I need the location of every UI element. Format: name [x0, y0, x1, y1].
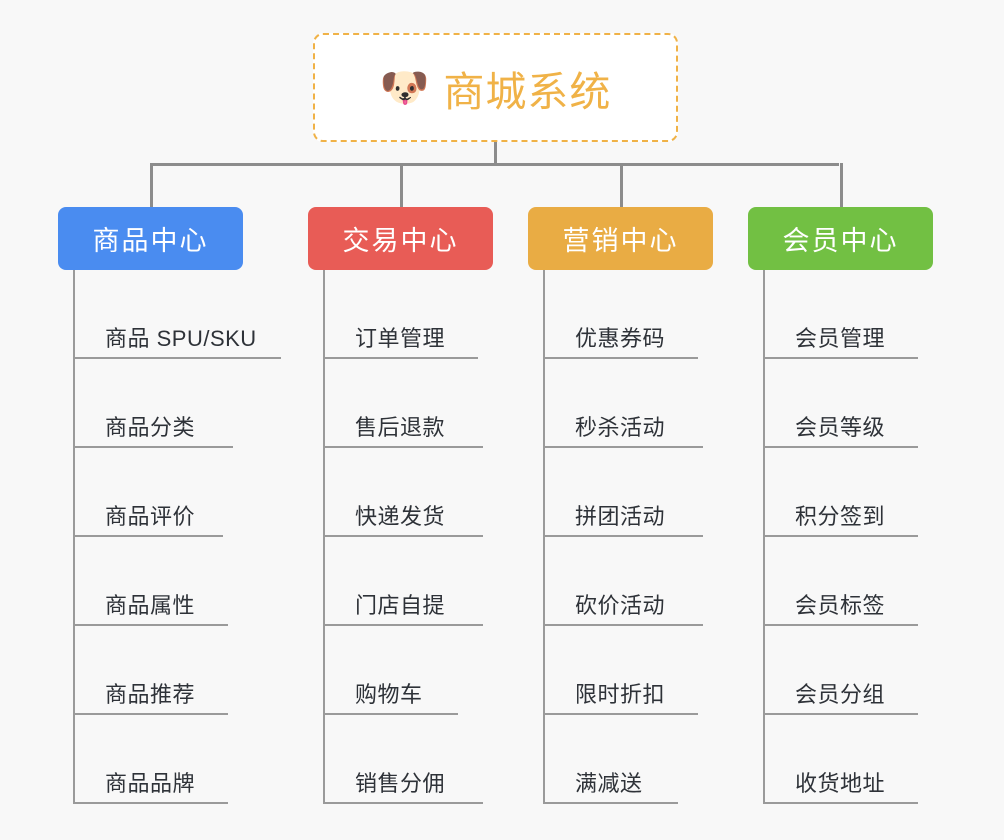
leaf-item-label: 订单管理: [355, 326, 446, 351]
leaf-spine: [73, 270, 75, 804]
category-box-4[interactable]: 会员中心: [748, 207, 933, 270]
connector-horizontal-bus: [150, 163, 839, 166]
leaf-item-underline: [543, 624, 703, 626]
connector-drop-4: [839, 163, 843, 208]
category-label: 营销中心: [562, 226, 679, 256]
category-label: 商品中心: [92, 226, 209, 256]
leaf-item-underline: [323, 357, 478, 359]
leaf-item-underline: [323, 624, 483, 626]
leaf-item-underline: [543, 713, 698, 715]
leaf-item-underline: [543, 535, 703, 537]
leaf-item[interactable]: 会员分组: [763, 626, 948, 715]
leaf-item-label: 商品分类: [105, 415, 196, 440]
connector-drop-2: [399, 163, 403, 208]
leaf-item[interactable]: 商品评价: [73, 448, 283, 537]
leaf-item-underline: [73, 446, 233, 448]
leaf-item-underline: [323, 713, 458, 715]
category-box-2[interactable]: 交易中心: [308, 207, 493, 270]
leaf-item-underline: [73, 713, 228, 715]
leaf-item-label: 优惠券码: [575, 326, 666, 351]
leaf-item[interactable]: 拼团活动: [543, 448, 728, 537]
leaf-item-label: 商品 SPU/SKU: [105, 326, 257, 351]
leaf-item-label: 商品品牌: [105, 771, 196, 796]
leaf-item[interactable]: 快递发货: [323, 448, 508, 537]
leaf-item-underline: [323, 446, 483, 448]
category-box-1[interactable]: 商品中心: [58, 207, 243, 270]
category-label: 交易中心: [342, 226, 459, 256]
category-label: 会员中心: [782, 226, 899, 256]
root-title: 商城系统: [443, 68, 612, 115]
leaf-item-underline: [323, 802, 483, 804]
root-node[interactable]: 🐶 商城系统: [313, 33, 678, 142]
leaf-item-label: 会员分组: [795, 682, 886, 707]
leaf-item-underline: [763, 357, 918, 359]
leaf-spine: [543, 270, 545, 804]
connector-drop-1: [149, 163, 153, 208]
leaf-item[interactable]: 商品分类: [73, 359, 283, 448]
leaf-item-underline: [763, 535, 918, 537]
leaf-item[interactable]: 商品品牌: [73, 715, 283, 804]
leaf-spine: [763, 270, 765, 804]
leaf-item-underline: [73, 535, 223, 537]
leaf-item-underline: [73, 357, 281, 359]
leaf-item-label: 秒杀活动: [575, 415, 666, 440]
leaf-item-label: 会员标签: [795, 593, 886, 618]
leaf-item[interactable]: 砍价活动: [543, 537, 728, 626]
leaf-item-underline: [763, 802, 918, 804]
leaf-item-label: 商品属性: [105, 593, 196, 618]
leaf-item-label: 限时折扣: [575, 682, 666, 707]
leaf-item-label: 销售分佣: [355, 771, 446, 796]
leaf-item-underline: [73, 802, 228, 804]
leaf-item[interactable]: 商品 SPU/SKU: [73, 270, 283, 359]
leaf-item[interactable]: 会员等级: [763, 359, 948, 448]
leaf-item[interactable]: 会员管理: [763, 270, 948, 359]
leaf-item-label: 拼团活动: [575, 504, 666, 529]
category-box-3[interactable]: 营销中心: [528, 207, 713, 270]
leaf-item-label: 商品推荐: [105, 682, 196, 707]
leaf-column-1: 商品 SPU/SKU 商品分类商品评价商品属性商品推荐商品品牌: [73, 270, 283, 804]
leaf-item-underline: [763, 446, 918, 448]
leaf-item[interactable]: 收货地址: [763, 715, 948, 804]
leaf-column-3: 优惠券码秒杀活动拼团活动砍价活动限时折扣满减送: [543, 270, 728, 804]
leaf-item[interactable]: 售后退款: [323, 359, 508, 448]
leaf-item-underline: [543, 357, 698, 359]
leaf-item-label: 售后退款: [355, 415, 446, 440]
leaf-item[interactable]: 秒杀活动: [543, 359, 728, 448]
leaf-item-underline: [73, 624, 228, 626]
leaf-item[interactable]: 优惠券码: [543, 270, 728, 359]
leaf-item-label: 满减送: [575, 771, 643, 796]
leaf-item-underline: [763, 713, 918, 715]
leaf-column-2: 订单管理售后退款快递发货门店自提购物车销售分佣: [323, 270, 508, 804]
leaf-column-4: 会员管理会员等级积分签到会员标签会员分组收货地址: [763, 270, 948, 804]
leaf-item[interactable]: 积分签到: [763, 448, 948, 537]
leaf-spine: [323, 270, 325, 804]
leaf-item[interactable]: 商品推荐: [73, 626, 283, 715]
leaf-item-label: 积分签到: [795, 504, 886, 529]
leaf-item[interactable]: 销售分佣: [323, 715, 508, 804]
leaf-item-underline: [323, 535, 483, 537]
leaf-item-label: 砍价活动: [575, 593, 666, 618]
connector-root-stem: [494, 142, 497, 165]
leaf-item-underline: [763, 624, 918, 626]
leaf-item[interactable]: 商品属性: [73, 537, 283, 626]
leaf-item-underline: [543, 446, 703, 448]
leaf-item-label: 快递发货: [355, 504, 446, 529]
leaf-item[interactable]: 购物车: [323, 626, 508, 715]
leaf-item[interactable]: 会员标签: [763, 537, 948, 626]
leaf-item[interactable]: 门店自提: [323, 537, 508, 626]
leaf-item-label: 会员管理: [795, 326, 886, 351]
leaf-item[interactable]: 订单管理: [323, 270, 508, 359]
leaf-item-label: 商品评价: [105, 504, 196, 529]
leaf-item-label: 收货地址: [795, 771, 886, 796]
leaf-item-underline: [543, 802, 678, 804]
leaf-item-label: 购物车: [355, 682, 423, 707]
leaf-item[interactable]: 限时折扣: [543, 626, 728, 715]
connector-drop-3: [619, 163, 623, 208]
leaf-item[interactable]: 满减送: [543, 715, 728, 804]
leaf-item-label: 门店自提: [355, 593, 446, 618]
dog-face-icon: 🐶: [379, 65, 430, 110]
leaf-item-label: 会员等级: [795, 415, 886, 440]
